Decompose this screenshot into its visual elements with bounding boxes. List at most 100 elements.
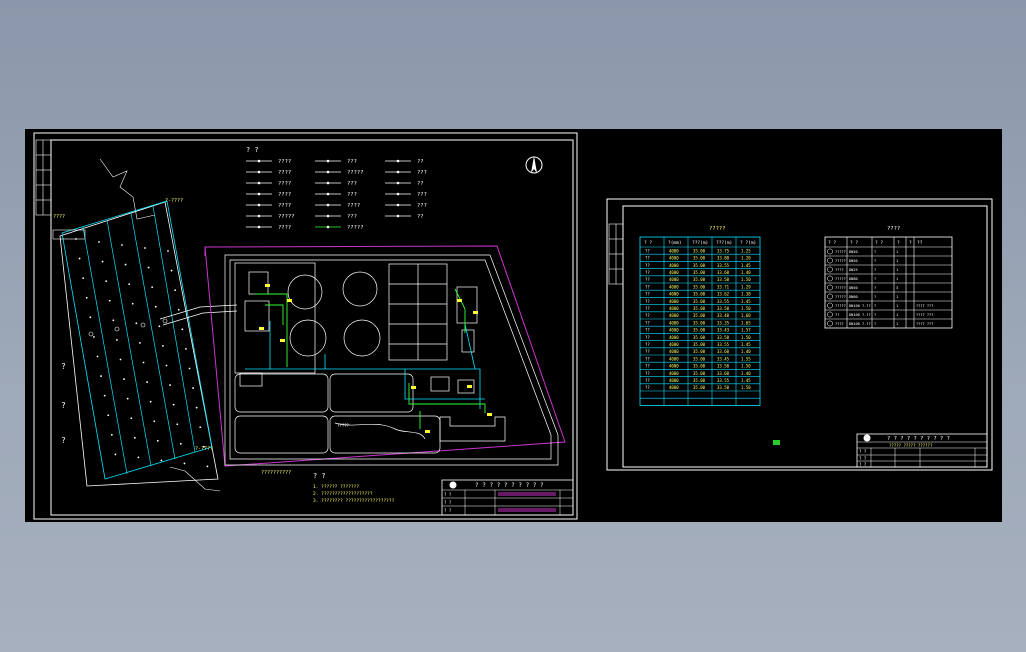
legend-symbol-mark — [257, 192, 261, 196]
table1-title: ????? — [709, 226, 726, 232]
table2-cell: DN80 — [849, 277, 858, 281]
field-point — [116, 339, 118, 341]
table2-cell: 1 — [896, 304, 898, 308]
legend-label: ??? — [347, 192, 357, 198]
field-point — [172, 403, 175, 406]
table1-cell: ?? — [645, 328, 650, 333]
table1-cell: 35.00 — [693, 270, 706, 275]
table2-cell: ? — [874, 295, 876, 299]
table1-cell: 4000 — [669, 248, 679, 253]
table2-cell: 1 — [896, 250, 898, 254]
field-point — [119, 358, 122, 361]
title-row-2: ? ? — [444, 500, 452, 505]
table2-cell: ????? — [835, 250, 846, 254]
legend-symbol-mark — [326, 203, 330, 207]
field-point — [158, 325, 161, 328]
field-point — [147, 266, 150, 269]
field-point — [105, 280, 108, 283]
field-point — [139, 342, 141, 344]
note-1: 1. ?????? ??????? — [313, 484, 359, 490]
table2-cell: ????? — [835, 259, 846, 263]
field-point — [156, 439, 159, 442]
table1-cell: ?? — [645, 385, 650, 390]
table1-cell: 33.50 — [717, 306, 730, 311]
title2-row-2: ? ? — [859, 456, 867, 461]
table1-cell: 33.40 — [717, 313, 730, 318]
table1-cell: 33.71 — [717, 284, 730, 289]
legend-symbol-mark — [257, 159, 261, 163]
pipes-cyan — [245, 321, 485, 409]
table2-cell: DN100 ?-?? — [849, 322, 871, 326]
table1-cell: 4000 — [669, 349, 679, 354]
table1-cell: 1.45 — [741, 299, 751, 304]
table1-cell: ?? — [645, 335, 650, 340]
legend-symbol-mark — [257, 181, 261, 185]
legend-label: ???? — [278, 225, 291, 231]
field-point — [128, 283, 131, 286]
sheet-outer-border — [33, 132, 578, 520]
legend-symbol-mark — [257, 225, 261, 229]
table1-cell: 33.50 — [717, 335, 730, 340]
table1-cell: 33.80 — [717, 256, 730, 261]
table2-title: ???? — [887, 226, 900, 232]
table1-cell: 1.50 — [741, 385, 751, 390]
label-field-south: ?-???? — [195, 446, 213, 452]
title2-row-3: ? ? — [859, 462, 867, 467]
table2-cell: ? — [874, 268, 876, 272]
table2-header-cell: ? — [909, 240, 912, 246]
table1-cell: 35.00 — [693, 378, 706, 383]
field-point — [174, 289, 177, 292]
table1-cell: ?? — [645, 378, 650, 383]
table2-cell: ? — [874, 259, 876, 263]
field-point — [78, 257, 81, 260]
table2-header-cell: ?? — [917, 240, 923, 246]
table2-cell: ? — [874, 277, 876, 281]
table1-cell: 4000 — [669, 335, 679, 340]
sheet2-outer-border — [606, 198, 993, 471]
table2-cell: DN80 — [849, 295, 858, 299]
table1-cell: 35.00 — [693, 256, 706, 261]
note-3: 3. ???????? ?????????????????? — [313, 498, 395, 504]
data-table-2: ? ?? ?? ??????????DN50?1?????DN50?1????D… — [824, 236, 953, 329]
legend-label: ???? — [278, 203, 291, 209]
annotation-mark — [467, 385, 472, 388]
table1-cell: 1.40 — [741, 349, 751, 354]
table2-cell: ???? — [835, 322, 844, 326]
table1-cell: ?? — [645, 248, 650, 253]
pipes-green — [255, 288, 486, 429]
table1-cell: ?? — [645, 364, 650, 369]
label-left-1: ? — [61, 362, 66, 371]
label-field-north: ?-???? — [165, 198, 183, 204]
title-block-header: ? ? ? ? ? ? ? ? ? ? — [475, 482, 544, 489]
table2-index-icon — [827, 266, 833, 273]
table1-cell: ?? — [645, 349, 650, 354]
table1-cell: 35.00 — [693, 364, 706, 369]
table1-cell: 4000 — [669, 306, 679, 311]
title-block-sheet2: ? ? ? ? ? ? ? ? ? ? ????? ????? ?????? ?… — [856, 433, 988, 468]
well-marker — [140, 322, 146, 328]
legend-label: ??? — [347, 214, 357, 220]
table2-cell: 1 — [896, 322, 898, 326]
field-point — [195, 406, 198, 409]
legend-symbol-mark — [257, 170, 261, 174]
table1-cell: 35.00 — [693, 299, 706, 304]
legend-label: ???? — [278, 170, 291, 176]
field-point — [135, 322, 138, 325]
field-point — [108, 299, 111, 302]
cad-model-viewport[interactable]: ? ? ????????????????????????????????????… — [25, 129, 1002, 522]
cad-drawing-canvas[interactable]: ? ? ????????????????????????????????????… — [25, 129, 1002, 522]
table2-cell: DN100 ?-?? — [849, 313, 871, 317]
table1-cell: 33.55 — [717, 299, 730, 304]
table1-cell: 35.00 — [693, 328, 706, 333]
legend-symbol-mark — [326, 159, 330, 163]
table2-index-icon — [827, 320, 833, 327]
field-point — [170, 269, 173, 272]
table1-cell: 35.00 — [693, 306, 706, 311]
table1-header-cell: ?(mm) — [668, 240, 682, 246]
title-block-sheet1: ? ? ? ? ? ? ? ? ? ? ? ? ? ? ? ? — [441, 479, 574, 516]
field-point — [177, 308, 180, 311]
table1-cell: 33.75 — [717, 248, 730, 253]
legend-symbol-mark — [396, 203, 400, 207]
table1-cell: 35.00 — [693, 320, 706, 325]
